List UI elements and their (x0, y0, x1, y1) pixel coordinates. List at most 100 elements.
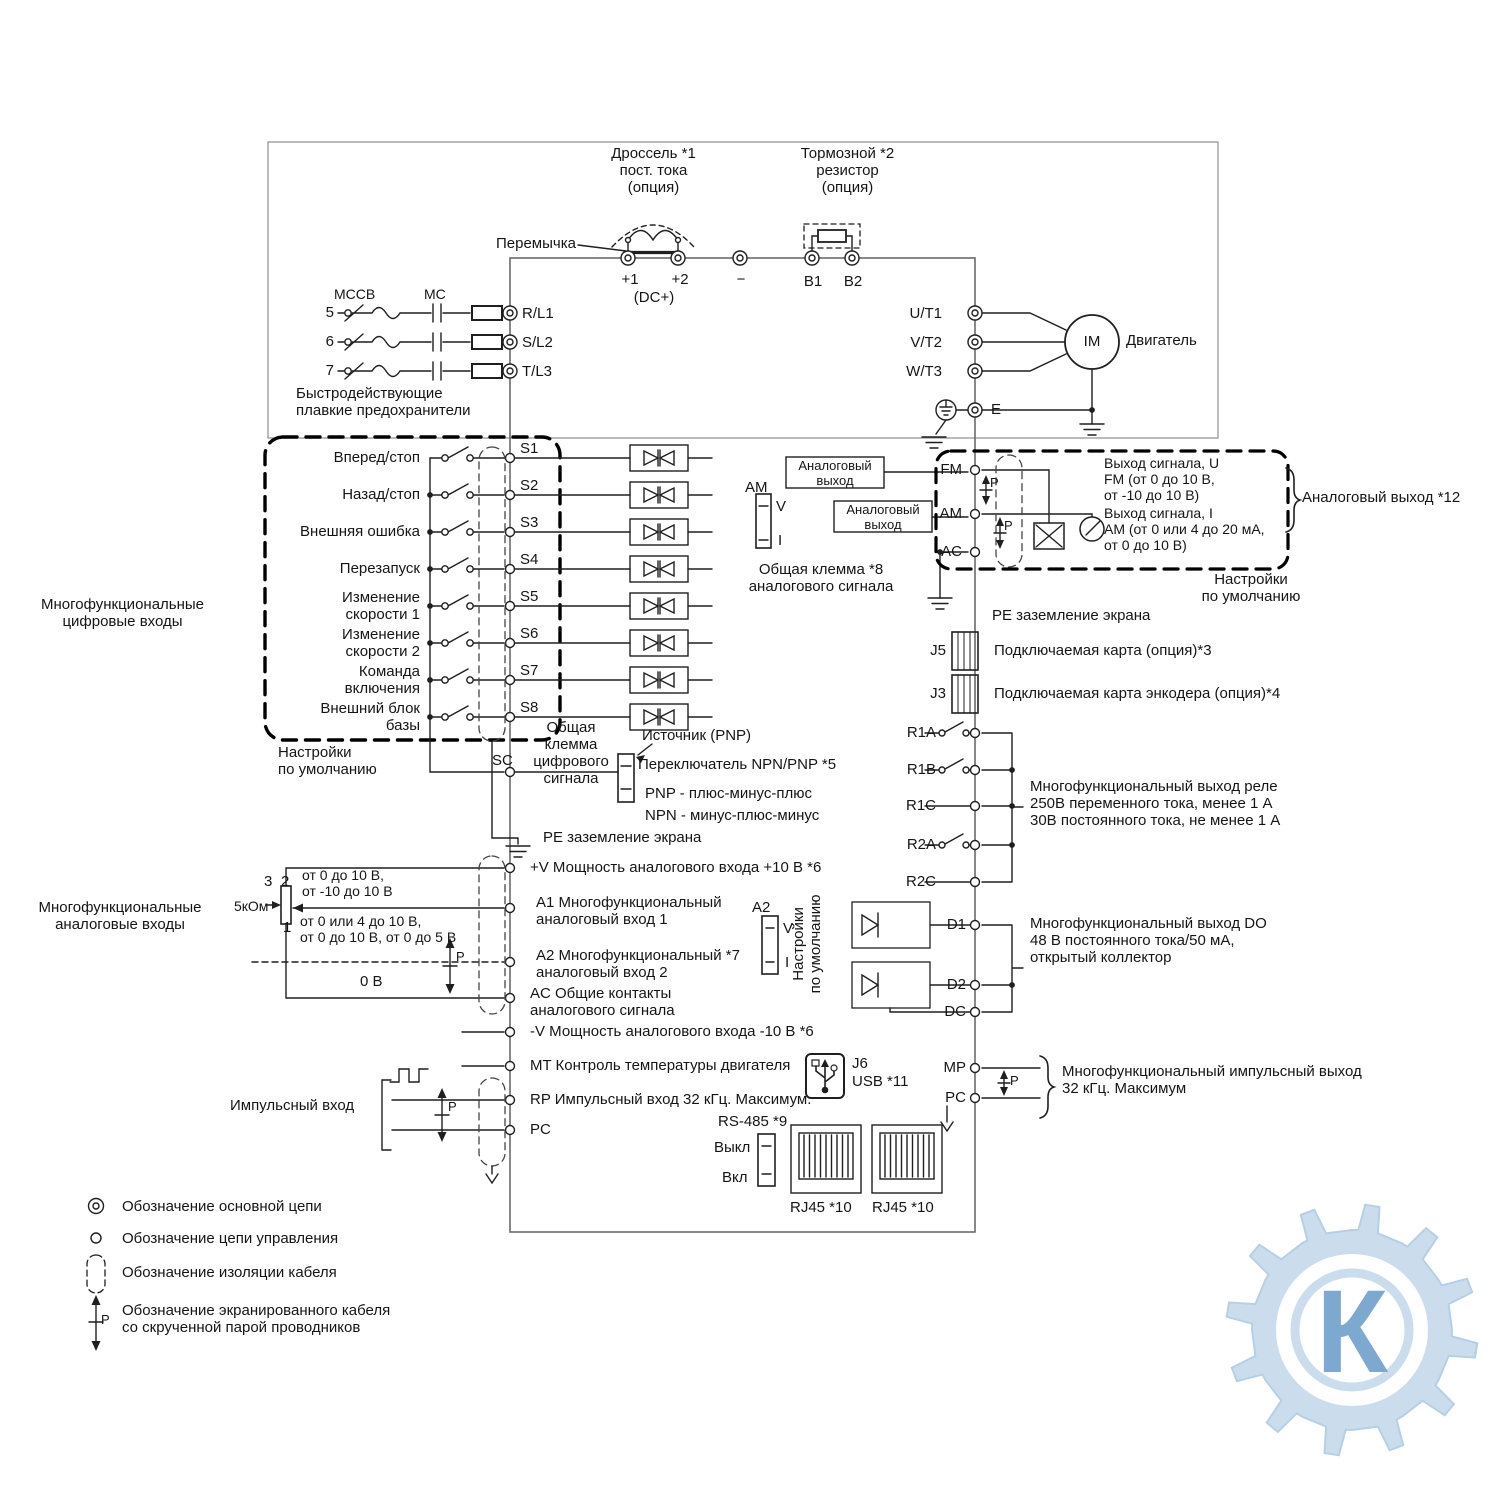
twisted-pair-mark-mp: P (1010, 1073, 1019, 1088)
terminal-vminus-label: -V Мощность аналогового входа -10 В *6 (530, 1023, 814, 1040)
terminal-ut1-label: U/T1 (909, 305, 942, 322)
terminal-pc-label: PC (530, 1121, 551, 1138)
am-voltage-current-switch[interactable] (755, 493, 772, 549)
terminal-dc-label: DC (944, 1003, 966, 1020)
mc-label: MC (424, 286, 446, 302)
rj45-port-2[interactable] (871, 1124, 943, 1194)
terminal-wt3-label: W/T3 (906, 363, 942, 380)
analog-output-box-1-label: Аналоговый выход (798, 458, 872, 488)
power-input-lines (337, 303, 518, 381)
npn-pnp-switch-label: Переключатель NPN/PNP *5 (638, 756, 837, 773)
motor-im-label: IM (1083, 333, 1101, 350)
terminal-fm-label: FM (940, 461, 962, 478)
terminal-a2-label: A2 Многофункциональный *7 аналоговый вхо… (536, 947, 740, 981)
npn-pnp-switch[interactable] (617, 753, 635, 803)
terminal-s5-label: S5 (520, 588, 539, 605)
dc-choke-label: Дроссель *1 пост. тока (опция) (611, 145, 696, 196)
pot-pin2-label: 2 (281, 873, 290, 890)
analog-common-label: Общая клемма *8 аналогового сигнала (748, 561, 894, 595)
source-pnp-label: Источник (PNP) (642, 727, 752, 744)
rj45-port-1[interactable] (790, 1124, 862, 1194)
digital-defaults-label: Настройки по умолчанию (278, 744, 377, 778)
legend-main-circuit: Обозначение основной цепи (122, 1198, 322, 1215)
pe-shield-ground-label-1: PE заземление экрана (543, 829, 702, 846)
terminal-mp-label: MP (943, 1059, 967, 1076)
terminal-vt2-label: V/T2 (910, 334, 942, 351)
terminal-rp-label: RP Импульсный вход 32 кГц. Максимум. (530, 1091, 812, 1108)
j6-label: J6 (852, 1055, 868, 1072)
rs485-off-label: Выкл (714, 1139, 751, 1156)
terminal-r2a-label: R2A (906, 836, 936, 853)
digital-input-label-s3: Внешняя ошибка (300, 523, 420, 540)
twisted-pair-mark-pulse: P (448, 1099, 457, 1114)
terminal-b2-label: B2 (843, 273, 863, 290)
pulse-input-label: Импульсный вход (230, 1097, 355, 1114)
j5-option-label: Подключаемая карта (опция)*3 (994, 642, 1212, 659)
legend-symbols (86, 1197, 106, 1351)
j5-connector[interactable] (951, 631, 979, 671)
terminal-minus-label: − (736, 271, 746, 288)
legend-cable-insulation: Обозначение изоляции кабеля (122, 1264, 337, 1281)
terminal-s7-label: S7 (520, 662, 539, 679)
j5-label: J5 (930, 642, 946, 659)
rs485-label: RS-485 *9 (718, 1113, 788, 1130)
terminal-ac2-label: AC (941, 543, 962, 560)
analog-output-box-1 (785, 456, 885, 489)
twisted-pair-mark-fm: P (990, 475, 999, 490)
analog-inputs-group-label: Многофункциональные аналоговые входы (38, 899, 202, 933)
digital-input-label-s4: Перезапуск (339, 560, 420, 577)
a2-switch-v-label: V (783, 920, 794, 937)
terminal-s8-label: S8 (520, 699, 539, 716)
terminal-a1-label: A1 Многофункциональный аналоговый вход 1 (536, 894, 722, 928)
rj45-label-2: RJ45 *10 (872, 1199, 934, 1216)
zero-volt-label: 0 В (360, 973, 383, 990)
relay-output-lines (924, 721, 1024, 888)
pulse-output-label: Многофункциональный импульсный выход 32 … (1062, 1063, 1362, 1097)
npn-note: NPN - минус-плюс-минус (645, 807, 820, 824)
terminal-ac-label: AC Общие контакты аналогового сигнала (530, 985, 675, 1019)
j3-option-label: Подключаемая карта энкодера (опция)*4 (994, 685, 1281, 702)
option-card-connectors (951, 631, 979, 714)
shielded-twisted-pair-icon (88, 1299, 104, 1347)
terminal-s6-label: S6 (520, 625, 539, 642)
terminal-d2-label: D2 (946, 976, 966, 993)
do-output-label: Многофункциональный выход DO 48 В постоя… (1030, 915, 1267, 966)
am-switch-label: AM (745, 479, 768, 496)
am-switch-i-label: I (778, 532, 783, 549)
terminal-plus1-label: +1 (621, 271, 639, 288)
terminal-pc2-label: PC (945, 1089, 966, 1106)
pulse-output-lines (940, 1055, 1057, 1133)
j3-connector[interactable] (951, 674, 979, 714)
terminal-e-label: E (991, 401, 1002, 418)
cable-insulation-icon (86, 1254, 106, 1294)
terminal-sc-label: SC (492, 752, 513, 769)
terminal-d1-label: D1 (946, 916, 966, 933)
pot-pin1-label: 1 (283, 919, 292, 936)
analog-defaults-vertical-label: Настройки по умолчанию (790, 894, 824, 994)
terminal-b1-label: B1 (803, 273, 823, 290)
analog-output-defaults-label: Настройки по умолчанию (1201, 571, 1301, 605)
motor-label: Двигатель (1126, 332, 1197, 349)
digital-input-lines (263, 435, 713, 858)
analog-output-group-label: Аналоговый выход *12 (1302, 489, 1461, 506)
wire-layer (86, 223, 1303, 1351)
terminal-r2c-label: R2C (905, 873, 936, 890)
digital-inputs-group-label: Многофункциональные цифровые входы (40, 596, 205, 630)
terminal-sl2-label: S/L2 (522, 334, 553, 351)
rs485-termination-switch[interactable] (757, 1133, 776, 1187)
pulse-wave-icon (389, 1068, 429, 1083)
watermark-letter: К (1316, 1266, 1389, 1398)
terminal-s3-label: S3 (520, 514, 539, 531)
terminal-rl1-label: R/L1 (522, 305, 554, 322)
pnp-note: PNP - плюс-минус-плюс (645, 785, 812, 802)
j3-label: J3 (930, 685, 946, 702)
mccb-label: MCCB (334, 286, 376, 302)
pot-pin3-label: 3 (264, 873, 273, 890)
a2-voltage-current-switch[interactable] (761, 915, 779, 975)
rj45-label-1: RJ45 *10 (790, 1199, 852, 1216)
brake-resistor-label: Тормозной *2 резистор (опция) (800, 145, 895, 196)
digital-input-label-s8: Внешний блок базы (320, 700, 420, 734)
a2-switch-label: A2 (752, 899, 771, 916)
watermark-gear: К (1225, 1203, 1479, 1457)
twisted-pair-mark-am: P (1004, 518, 1013, 533)
